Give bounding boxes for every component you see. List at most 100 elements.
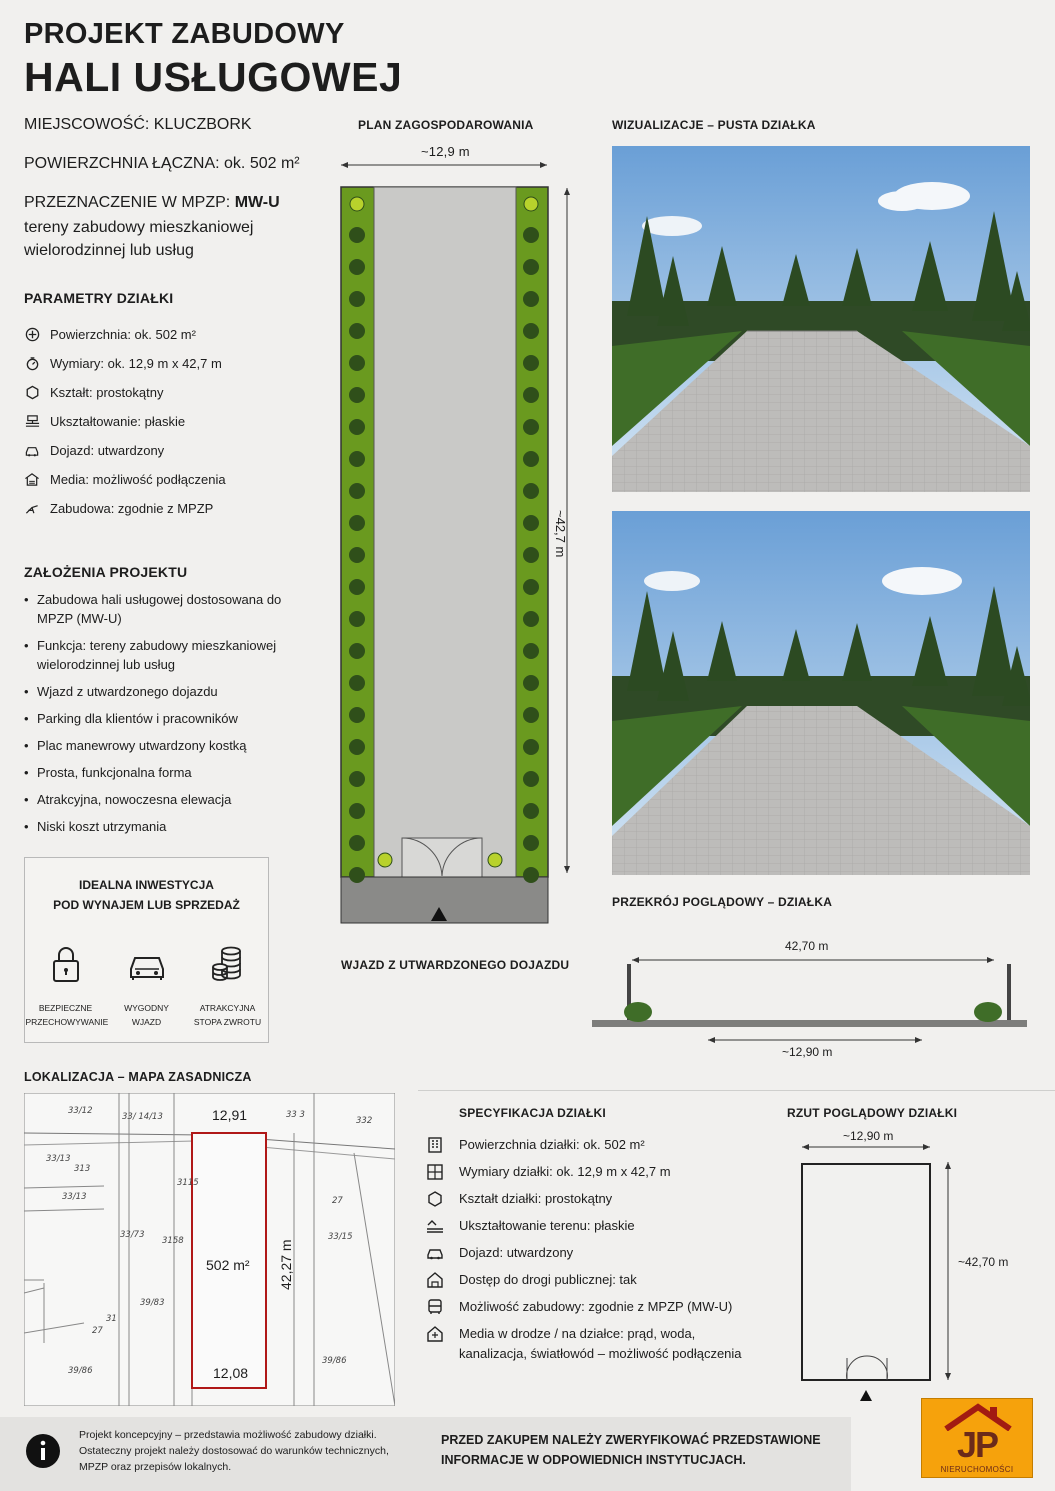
list-item: Plac manewrowy utwardzony kostką [24, 736, 294, 755]
parcel-label: 33/12 [68, 1106, 93, 1116]
shape-icon [24, 385, 40, 401]
car-icon [427, 1249, 443, 1260]
parcel-label: 33/15 [328, 1232, 353, 1242]
assumptions-title: ZAŁOŻENIA PROJEKTU [24, 564, 188, 580]
house-roof-icon [944, 1403, 1012, 1431]
ornamental-plant [349, 196, 365, 212]
parcel-label: 27 [92, 1326, 103, 1336]
parcel-label: 33/13 [62, 1192, 87, 1202]
location-row: MIEJSCOWOŚĆ: KLUCZBORK [24, 116, 252, 134]
coins-icon [211, 946, 241, 981]
shrub [523, 227, 539, 243]
visualization-image-2 [612, 511, 1030, 875]
list-item: Atrakcyjna, nowoczesna elewacja [24, 790, 294, 809]
location-value: KLUCZBORK [153, 116, 252, 133]
param-text: Zabudowa: zgodnie z MPZP [50, 501, 214, 516]
bus-icon [428, 1299, 442, 1314]
utilities-icon [24, 472, 40, 488]
shrub [523, 579, 539, 595]
shrub [349, 515, 365, 531]
spec-row: Media w drodze / na działce: prąd, woda,… [426, 1324, 776, 1364]
list-item: Zabudowa hali usługowej dostosowana do M… [24, 590, 294, 628]
footer-note: Projekt koncepcyjny – przedstawia możliw… [79, 1429, 389, 1473]
param-text: Wymiary: ok. 12,9 m x 42,7 m [50, 356, 222, 371]
terrain-icon [427, 1220, 443, 1233]
spec-row: Powierzchnia działki: ok. 502 m² [426, 1135, 776, 1155]
mpzp-description: tereny zabudowy mieszkaniowej wielorodzi… [24, 216, 253, 262]
shrub [349, 835, 365, 851]
spec-row: Kształt działki: prostokątny [426, 1189, 776, 1209]
mpzp-desc-line-2: wielorodzinnej lub usług [24, 242, 194, 259]
shrub [523, 771, 539, 787]
shrub [349, 227, 365, 243]
investment-item-return: ATRAKCYJNA STOPA ZWROTU [188, 945, 268, 1029]
mpzp-row: PRZEZNACZENIE W MPZP: MW-U [24, 194, 280, 212]
site-plan-drawing [340, 162, 570, 924]
map-title: LOKALIZACJA – MAPA ZASADNICZA [24, 1070, 252, 1084]
jp-logo: JP NIERUCHOMOŚCI [921, 1398, 1033, 1478]
shrub [523, 867, 539, 883]
shrub [523, 547, 539, 563]
parcel-label: 313 [74, 1164, 90, 1174]
car-icon [24, 443, 40, 459]
param-row: Powierzchnia: ok. 502 m² [24, 320, 314, 349]
mpzp-label: PRZEZNACZENIE W MPZP: [24, 194, 231, 211]
list-item: Niski koszt utrzymania [24, 817, 294, 836]
shrub [349, 451, 365, 467]
entrance-label: WJAZD Z UTWARDZONEGO DOJAZDU [341, 958, 570, 972]
shrub [523, 355, 539, 371]
spec-row: Dostęp do drogi publicznej: tak [426, 1270, 776, 1290]
shrub [349, 483, 365, 499]
param-text: Powierzchnia: ok. 502 m² [50, 327, 196, 342]
shape-icon [428, 1191, 442, 1207]
area-label: POWIERZCHNIA ŁĄCZNA: [24, 155, 220, 172]
plan-length-label: ~42,7 m [553, 510, 568, 558]
parcel-label: 33/73 [120, 1230, 145, 1240]
section-title: PRZEKRÓJ POGLĄDOWY – DZIAŁKA [612, 895, 833, 909]
ruler-grid-icon [427, 1164, 443, 1180]
assumptions-list: Zabudowa hali usługowej dostosowana do M… [24, 590, 294, 844]
param-row: Dojazd: utwardzony [24, 436, 314, 465]
parcel-label: 39/83 [140, 1298, 165, 1308]
shrub [523, 515, 539, 531]
area-value: ok. 502 m² [224, 155, 300, 172]
shrub [349, 675, 365, 691]
parcel-label: 33 3 [286, 1110, 305, 1120]
shrub [523, 451, 539, 467]
param-text: Ukształtowanie: płaskie [50, 414, 186, 429]
list-item: Wjazd z utwardzonego dojazdu [24, 682, 294, 701]
spec-row: Ukształtowanie terenu: płaskie [426, 1216, 776, 1236]
parcel-label: 31 [106, 1314, 117, 1324]
parameters-title: PARAMETRY DZIAŁKI [24, 290, 174, 306]
house-road-icon [427, 1272, 443, 1288]
visualization-image-1 [612, 146, 1030, 492]
shrub [349, 323, 365, 339]
parcel-label: 39/86 [322, 1356, 347, 1366]
shrub [349, 291, 365, 307]
divider [418, 1090, 1055, 1091]
spec-row: Wymiary działki: ok. 12,9 m x 42,7 m [426, 1162, 776, 1182]
section-length-label: 42,70 m [785, 939, 829, 953]
shrub [523, 803, 539, 819]
param-text: Dojazd: utwardzony [50, 443, 165, 458]
section-drawing [592, 957, 1027, 1043]
outline-length-label: ~42,70 m [958, 1255, 1009, 1269]
crane-icon [24, 501, 40, 517]
area-icon [24, 327, 40, 343]
shrub [523, 835, 539, 851]
shrub [523, 259, 539, 275]
footer-warning: PRZED ZAKUPEM NALEŻY ZWERYFIKOWAĆ PRZEDS… [441, 1433, 821, 1467]
plan-title: PLAN ZAGOSPODAROWANIA [358, 118, 534, 132]
mpzp-desc-line-1: tereny zabudowy mieszkaniowej [24, 219, 254, 236]
list-item: Parking dla klientów i pracowników [24, 709, 294, 728]
param-text: Media: możliwość podłączenia [50, 472, 226, 487]
parcel-label: 332 [356, 1116, 372, 1126]
parcel-label: 3115 [177, 1178, 199, 1188]
visuals-title: WIZUALIZACJE – PUSTA DZIAŁKA [612, 118, 816, 132]
shrub [349, 803, 365, 819]
ornamental-plant [487, 852, 503, 868]
shrub [349, 707, 365, 723]
shrub [349, 867, 365, 883]
parcel-label: 3158 [162, 1236, 184, 1246]
spec-row: Dojazd: utwardzony [426, 1243, 776, 1263]
